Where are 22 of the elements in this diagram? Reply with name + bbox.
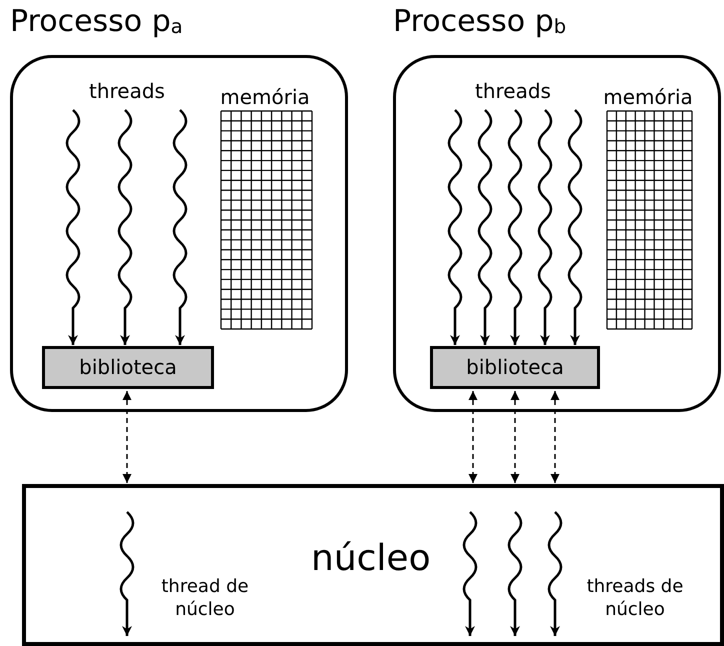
wavy-thread-arrow	[448, 109, 462, 345]
library-box: biblioteca	[430, 346, 600, 389]
dashed-double-arrow	[468, 391, 478, 483]
threads-label: threads	[474, 78, 552, 104]
kernel-label: núcleo	[311, 538, 431, 579]
threads-label: threads	[88, 78, 166, 104]
dashed-double-arrow	[550, 391, 560, 483]
library-box: biblioteca	[42, 346, 214, 389]
wavy-thread-arrow	[172, 109, 188, 345]
wavy-thread-arrow	[538, 109, 552, 345]
kernel-threads-label: threads de núcleo	[586, 575, 684, 622]
kernel-thread-label: thread de núcleo	[160, 575, 250, 622]
wavy-thread-arrow	[118, 109, 132, 345]
wavy-thread-arrow	[508, 109, 522, 345]
memory-label: memória	[602, 85, 694, 109]
wavy-thread-arrow	[568, 109, 582, 345]
dashed-double-arrow	[510, 391, 520, 483]
wavy-thread-arrow	[478, 109, 492, 345]
wavy-thread-arrow	[66, 109, 80, 345]
memory-label: memória	[219, 85, 311, 109]
dashed-double-arrow	[122, 391, 132, 483]
kernel-box	[22, 484, 724, 646]
